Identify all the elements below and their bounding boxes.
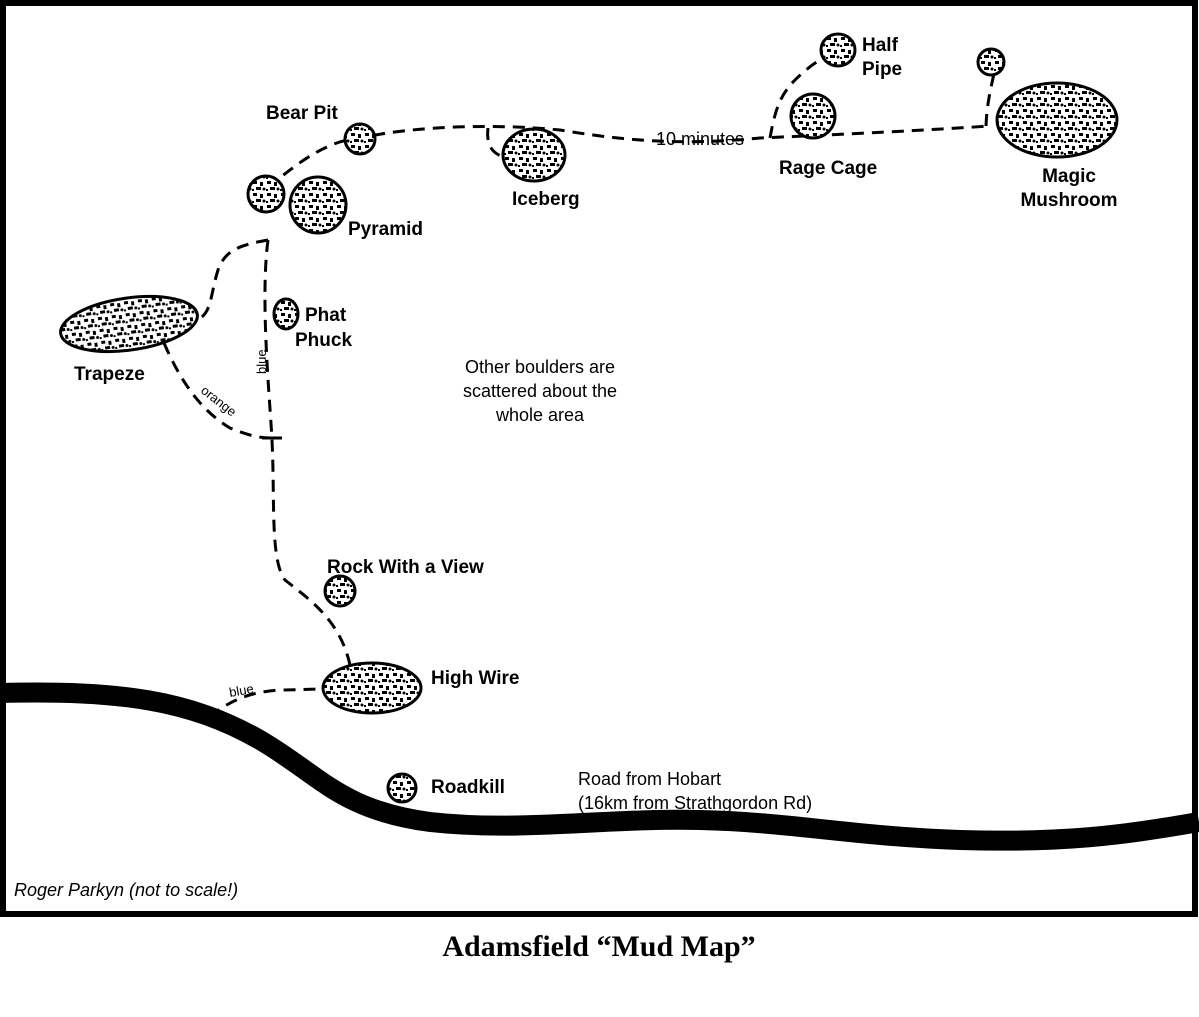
trail-blue-road <box>209 687 326 719</box>
trail-main <box>267 124 991 190</box>
map-title: Adamsfield “Mud Map” <box>442 930 755 963</box>
boulder-bear-pit[interactable] <box>343 122 377 156</box>
boulder-rock-with-a-view[interactable] <box>323 574 357 608</box>
label-10-minutes: 10 minutes <box>656 129 744 149</box>
trail-trapeze <box>195 238 269 322</box>
road <box>0 682 1199 851</box>
label-magic-mushroom-line1: Magic <box>1042 166 1096 187</box>
label-bear-pit: Bear Pit <box>266 103 338 124</box>
trail-mushroom-spur <box>984 67 997 127</box>
boulder-phat-phuck[interactable] <box>272 297 300 331</box>
boulder-rage-cage[interactable] <box>789 92 837 140</box>
label-roadkill: Roadkill <box>431 777 505 798</box>
boulder-magic-mushroom[interactable] <box>995 81 1119 159</box>
label-trail-blue-vertical: blue <box>254 349 269 374</box>
label-phat-phuck-line1: Phat <box>305 305 347 326</box>
map-frame <box>0 0 1198 917</box>
note-line-2: scattered about the <box>463 381 617 401</box>
trail-blue-vertical <box>263 239 352 666</box>
note-line-1: Other boulders are <box>465 357 615 377</box>
label-pyramid: Pyramid <box>348 219 423 240</box>
label-trail-orange: orange <box>198 383 239 420</box>
label-half-pipe-line1: Half <box>862 35 899 56</box>
boulders <box>57 32 1119 804</box>
road-label-line-1: Road from Hobart <box>578 769 721 789</box>
boulder-pyramid[interactable] <box>288 175 348 235</box>
trail-iceberg-spur <box>486 127 509 160</box>
label-rage-cage: Rage Cage <box>779 158 877 179</box>
road-label-line-2: (16km from Strathgordon Rd) <box>578 793 812 813</box>
boulder-half-pipe[interactable] <box>819 32 857 68</box>
credit: Roger Parkyn (not to scale!) <box>14 880 238 900</box>
trail-half-pipe <box>768 53 829 139</box>
boulder-trapeze[interactable] <box>57 289 201 360</box>
label-magic-mushroom-line2: Mushroom <box>1020 190 1117 211</box>
label-trail-blue-road: blue <box>228 681 255 700</box>
label-phat-phuck-line2: Phuck <box>295 330 352 351</box>
boulder-small-left-of-pyramid[interactable] <box>246 174 286 214</box>
boulder-high-wire[interactable] <box>321 661 423 715</box>
label-iceberg: Iceberg <box>512 189 580 210</box>
label-half-pipe-line2: Pipe <box>862 59 902 80</box>
label-high-wire: High Wire <box>431 668 520 689</box>
trail-orange <box>162 342 273 440</box>
boulder-roadkill[interactable] <box>386 772 418 804</box>
note-line-3: whole area <box>495 405 585 425</box>
boulder-iceberg[interactable] <box>501 127 567 183</box>
label-rock-with-a-view: Rock With a View <box>327 557 484 578</box>
boulder-small-above-mushroom[interactable] <box>976 47 1006 77</box>
label-trapeze: Trapeze <box>74 364 145 385</box>
